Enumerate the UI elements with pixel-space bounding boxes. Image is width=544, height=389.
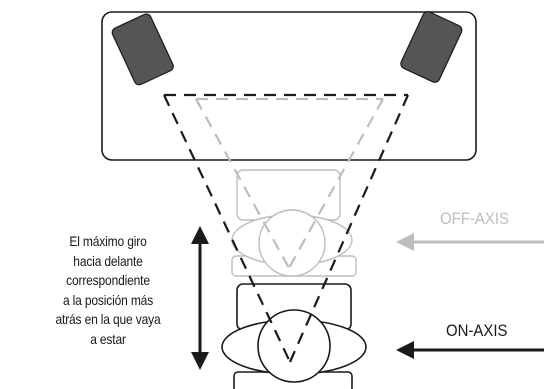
on-axis-head <box>257 309 331 383</box>
on-axis-label: ON-AXIS <box>446 321 508 340</box>
on-axis-arrow <box>396 341 544 359</box>
off-axis-arrow <box>396 233 544 251</box>
off-axis-listening-triangle <box>195 97 384 269</box>
on-axis-listener <box>221 283 367 389</box>
left-speaker <box>111 13 174 86</box>
caption-line: a estar <box>90 330 126 347</box>
right-speaker <box>400 11 463 83</box>
caption-line: a la posición más <box>62 291 154 308</box>
off-axis-head <box>258 209 326 277</box>
caption-line: correspondiente <box>66 272 150 288</box>
range-double-arrow <box>191 226 209 370</box>
on-axis-listening-triangle <box>163 93 410 363</box>
max-forward-rotation-caption: El máximo giro hacia delante correspondi… <box>39 232 177 349</box>
caption-line: hacia delante <box>73 252 143 269</box>
caption-line: El máximo giro <box>69 233 147 249</box>
room-outline <box>101 11 477 161</box>
caption-line: atrás en la que vaya <box>55 311 161 327</box>
off-axis-label: OFF-AXIS <box>440 209 509 228</box>
